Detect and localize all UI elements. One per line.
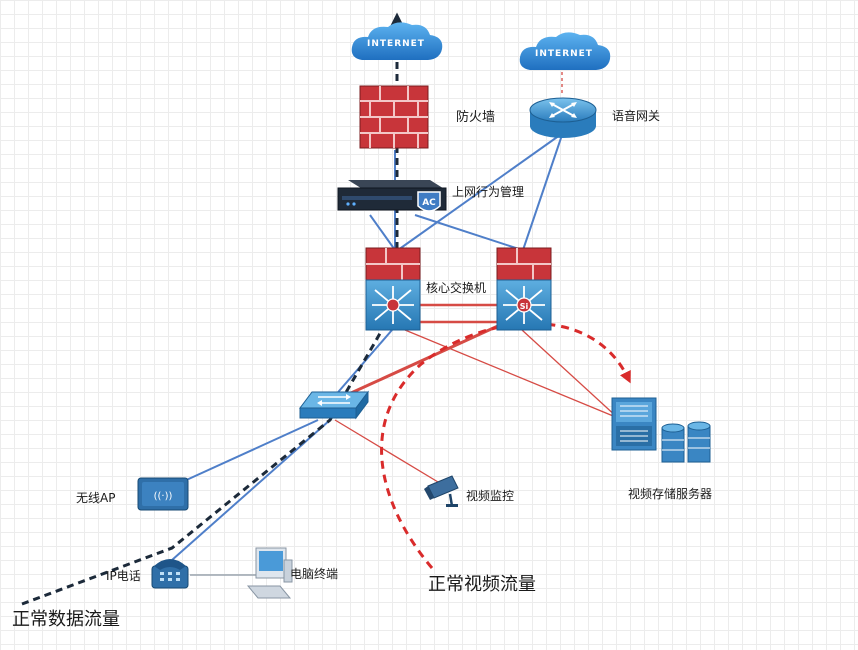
- video-storage-label: 视频存储服务器: [628, 486, 712, 501]
- voice-gateway-router-icon: [529, 97, 597, 138]
- link-access-camera: [334, 419, 439, 483]
- video-flow-line: [380, 322, 631, 569]
- link-access-phone: [171, 419, 331, 561]
- pc-label: 电脑终端: [290, 566, 338, 581]
- core-switch-label: 核心交换机: [426, 280, 486, 295]
- blue-links: [171, 134, 563, 561]
- database-icon: [661, 421, 711, 463]
- video-monitor-label: 视频监控: [466, 488, 514, 503]
- internet-label-2: INTERNET: [535, 49, 593, 59]
- core-switch-2-icon: Si: [496, 247, 552, 331]
- link-access-ap: [181, 419, 319, 483]
- core-switch-1-icon: [365, 247, 421, 331]
- voice-gateway-label: 语音网关: [612, 108, 660, 123]
- link-core2-storage: [521, 329, 619, 419]
- link-core1-access: [332, 329, 393, 399]
- link-gw-core1: [397, 134, 561, 251]
- link-ac-core2: [414, 214, 523, 251]
- link-core2-access: [339, 323, 501, 400]
- ip-phone-icon: [151, 559, 189, 589]
- firewall-icon: [359, 85, 429, 149]
- si-badge: Si: [520, 302, 529, 311]
- internet-cloud-icon-2: INTERNET: [519, 32, 611, 70]
- data-flow-line: [21, 12, 405, 606]
- behavior-mgmt-label: 上网行为管理: [452, 184, 524, 199]
- behavior-management-appliance-icon: AC: [337, 180, 447, 212]
- video-camera-icon: [424, 475, 459, 507]
- internet-cloud-icon: INTERNET: [351, 22, 443, 60]
- access-switch-icon: [299, 390, 369, 420]
- link-core1-storage: [404, 329, 619, 419]
- ac-badge: AC: [422, 198, 436, 208]
- storage-server-icon: [611, 397, 657, 451]
- internet-label-1: INTERNET: [367, 39, 425, 49]
- firewall-label: 防火墙: [456, 109, 495, 125]
- wireless-ap-icon: ((·)): [137, 477, 189, 511]
- link-gw-core2: [522, 134, 563, 251]
- ip-phone-label: IP电话: [106, 569, 141, 583]
- ap-symbol: ((·)): [154, 491, 173, 502]
- data-flow-label: 正常数据流量: [12, 609, 120, 630]
- red-links: [334, 303, 619, 483]
- link-ac-core1: [369, 214, 396, 251]
- wireless-ap-label: 无线AP: [76, 491, 115, 505]
- video-flow-label: 正常视频流量: [428, 574, 536, 595]
- pc-terminal-icon: [246, 547, 293, 599]
